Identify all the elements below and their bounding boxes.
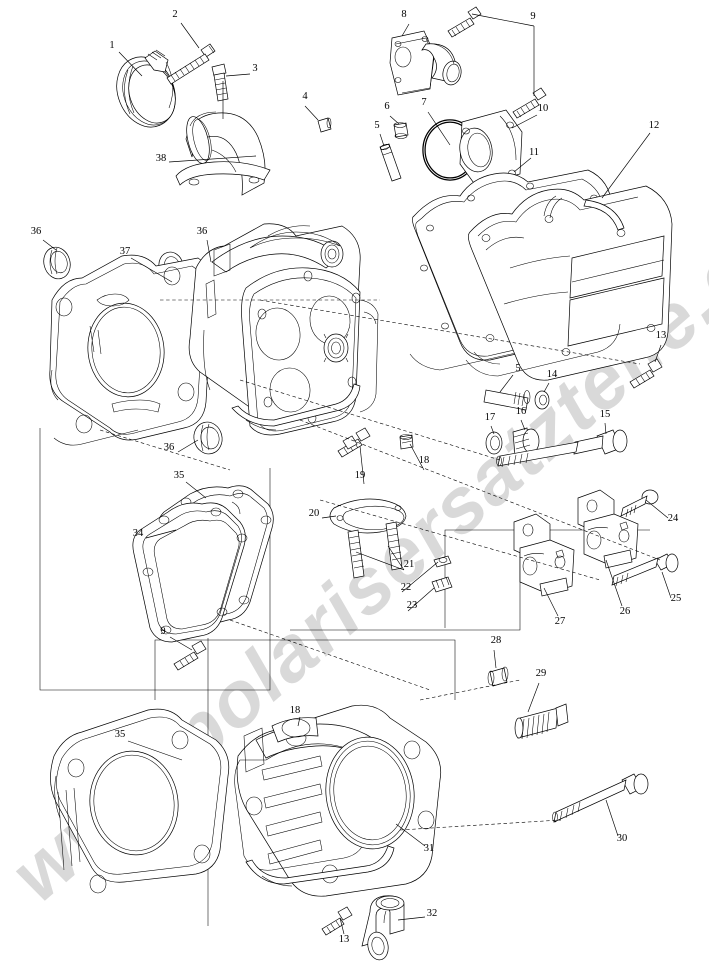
- part-head-stud-21-a: [347, 529, 365, 579]
- callout-nut: 23: [407, 600, 418, 611]
- part-head-bolt-19-b: [342, 435, 358, 450]
- part-cylinder-head: [188, 223, 379, 436]
- callout-rocker-arm-assembly: 26: [620, 606, 631, 617]
- callout-dowel-pin: 36: [164, 442, 175, 453]
- callout-flange-bolt: 9: [530, 11, 535, 22]
- callout-valve-cover: 12: [649, 120, 660, 131]
- callout-flange-bolt: 9: [160, 626, 165, 637]
- part-manifold-bolt: [211, 63, 229, 102]
- part-elbow-fitting-32: [361, 895, 405, 961]
- part-head-stud-21-b: [385, 521, 403, 571]
- part-flange-bolt-lower: [173, 640, 207, 671]
- callout-cylinder-bolt-long: 30: [617, 833, 628, 844]
- callout-valve-cover-gasket: 11: [529, 147, 539, 158]
- part-guide-pin-18-upper: [399, 434, 414, 450]
- callout-cam-chain-guide-pin: 18: [290, 705, 301, 716]
- callout-dowel-plug: 4: [302, 91, 308, 102]
- part-dowel-pin-a: [43, 246, 71, 280]
- callout-o-ring: 7: [421, 97, 426, 108]
- part-dowel-pin-b: [193, 421, 223, 455]
- callout-oil-plug: 16: [516, 406, 527, 417]
- callout-exhaust-clamp: 1: [109, 40, 114, 51]
- part-oil-jet-plug-29: [514, 703, 569, 740]
- callout-dowel-pin: 36: [31, 226, 42, 237]
- part-rocker-arm-26: [577, 489, 639, 569]
- callout-cover-bolt: 13: [656, 330, 667, 341]
- callout-head-bolt-short: 19: [355, 470, 366, 481]
- part-rocker-bolt-25: [611, 553, 679, 587]
- callout-cam-chain-cover: 35: [174, 470, 185, 481]
- part-clamp-bolt: [166, 43, 216, 85]
- part-dowel-pin-lower: [483, 389, 531, 411]
- part-nut-23: [431, 576, 453, 593]
- callout-clamp-bolt: 2: [172, 9, 177, 20]
- part-cylinder-31: [234, 704, 442, 897]
- callout-head-stud: 21: [404, 559, 415, 570]
- part-base-gasket-35: [50, 708, 230, 894]
- callout-seal-washer: 17: [485, 412, 496, 423]
- part-dowel-plug: [317, 117, 332, 133]
- callout-cap-nut: 6: [384, 101, 389, 112]
- callout-manifold-bolt: 3: [252, 63, 257, 74]
- part-cover-gasket-34: [132, 502, 248, 643]
- callout-dowel-pin: 36: [197, 226, 208, 237]
- callout-dowel-sleeve: 28: [491, 635, 502, 646]
- callout-intake-flange: 10: [538, 103, 549, 114]
- callout-washer: 22: [401, 582, 412, 593]
- part-cover-bolt-upper: [629, 358, 663, 389]
- part-cover-bolt-lower: [321, 906, 353, 936]
- part-washer-14: [534, 390, 550, 410]
- callout-cam-chain-guide-pin: 18: [419, 455, 430, 466]
- callout-head-bolt-long: 15: [600, 409, 611, 420]
- part-thermostat-housing: [389, 30, 462, 96]
- part-cap-nut: [393, 122, 409, 139]
- callout-cam-chain-tensioner-gasket: 20: [309, 508, 320, 519]
- part-rocker-bolt-24: [620, 489, 659, 518]
- part-intake-manifold: [175, 111, 271, 196]
- part-exhaust-clamp: [116, 49, 176, 128]
- callout-dowel-pin: 5: [374, 120, 379, 131]
- part-seal-washer-17: [485, 431, 503, 455]
- callout-head-gasket: 37: [120, 246, 131, 257]
- part-head-bolt-15: [496, 429, 628, 468]
- callout-rocker-bolt: 25: [671, 593, 682, 604]
- callout-rocker-bolt: 24: [668, 513, 679, 524]
- part-head-gasket: [49, 254, 214, 446]
- part-dowel-sleeve-28: [487, 666, 509, 687]
- callout-rocker-arm-assembly: 27: [555, 616, 566, 627]
- callout-oil-jet-plug: 29: [536, 668, 547, 679]
- part-cylinder-bolt-30: [552, 773, 649, 823]
- callout-intake-manifold: 38: [156, 153, 167, 164]
- callout-dowel-pin: 5: [515, 363, 520, 374]
- callout-cam-chain-cover-gasket: 34: [133, 528, 144, 539]
- part-dowel-pin-upper: [379, 143, 402, 182]
- part-valve-cover: [465, 185, 673, 381]
- part-washer-22: [433, 555, 452, 568]
- part-flange-bolt-upper-b: [512, 87, 547, 119]
- leader-lines: [42, 13, 672, 935]
- part-rocker-arm-27: [513, 513, 575, 597]
- callout-thermostat-housing: 8: [401, 9, 406, 20]
- callout-base-gasket: 35: [115, 729, 126, 740]
- callout-cover-bolt: 13: [339, 934, 350, 945]
- part-intake-flange: [459, 109, 523, 187]
- callout-cylinder: 31: [424, 843, 435, 854]
- callout-washer: 14: [547, 369, 558, 380]
- callout-elbow-fitting: 32: [427, 908, 438, 919]
- part-flange-bolt-upper-a: [447, 6, 482, 38]
